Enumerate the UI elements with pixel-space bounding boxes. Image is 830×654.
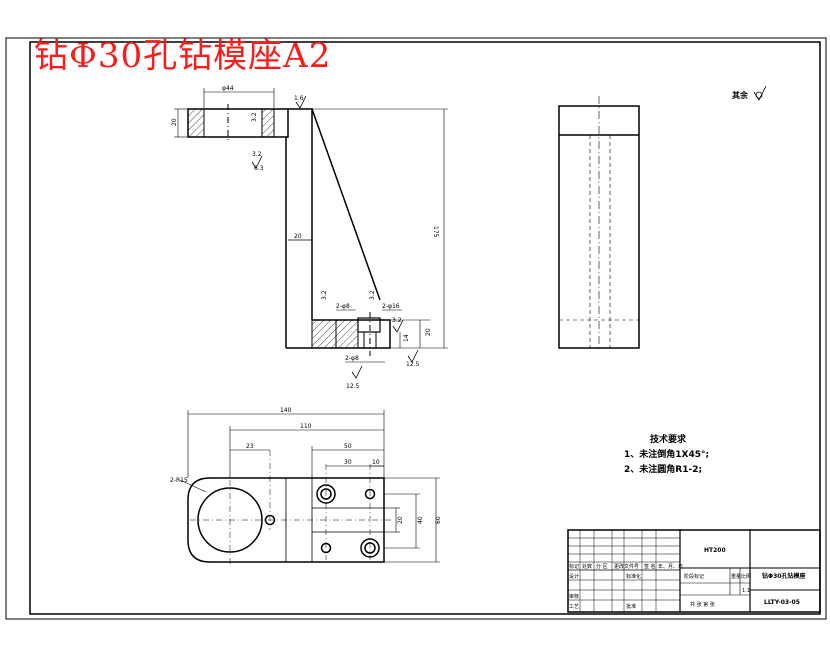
dim-w20: 20 — [294, 233, 302, 240]
dim-h175: 175 — [432, 226, 439, 238]
tb-cell: 重量 — [731, 573, 741, 580]
tb-drawing-no: LLTY-03-05 — [764, 599, 800, 606]
roughness-labels: 1.6 3.2 3.2 3.2 3.2 3.2 6.3 12.5 12.5 其余 — [251, 90, 749, 390]
dim-d44: φ44 — [222, 85, 234, 92]
tb-cell: 审核 — [569, 593, 579, 600]
tb-cell: 阶段标记 — [684, 573, 704, 580]
dim-110: 110 — [300, 423, 312, 430]
tb-cell: 标准化 — [626, 573, 641, 580]
dim-10: 10 — [372, 459, 380, 466]
tb-cell: 签 名 — [644, 563, 656, 570]
dim-v40: 40 — [417, 516, 424, 524]
title-block-text: HT200 钻Φ30孔钻模座 LLTY-03-05 1:1 标记 处数 分 区 … — [569, 547, 805, 610]
dim-2r15: 2-R15 — [170, 477, 188, 484]
top-dim-labels: 140 110 23 50 30 10 2-R15 20 40 60 — [170, 407, 442, 524]
top-view — [187, 450, 392, 564]
roughness-3.2b: 3.2 — [252, 151, 262, 158]
title-block — [567, 529, 821, 613]
tb-cell: 更改文件号 — [614, 563, 639, 570]
tb-cell: 批准 — [626, 603, 636, 610]
drawing-title: 钻Φ30孔钻模座A2 — [34, 36, 332, 76]
roughness-note: 其余 — [732, 90, 749, 100]
dim-23: 23 — [246, 443, 254, 450]
front-view — [187, 104, 391, 356]
roughness-3.2c: 3.2 — [321, 290, 328, 300]
dim-2phi8: 2-φ8 — [336, 303, 350, 310]
roughness-12.5b: 12.5 — [406, 361, 420, 368]
roughness-symbols — [251, 85, 767, 379]
roughness-symbol — [392, 319, 404, 333]
dim-2phi8b: 2-φ8 — [345, 355, 359, 362]
tb-cell: 年、月、日 — [658, 563, 683, 570]
roughness-3.2e: 3.2 — [392, 317, 402, 324]
outer-border — [5, 37, 827, 620]
tb-cell: 比例 — [741, 573, 751, 580]
tb-material: HT200 — [704, 547, 726, 554]
dim-h20: 20 — [171, 118, 178, 126]
tech-requirements: 技术要求 1、未注倒角1X45°; 2、未注圆角R1-2; — [624, 433, 709, 475]
tb-part-name: 钻Φ30孔钻模座 — [762, 572, 805, 580]
tech-item-2: 2、未注圆角R1-2; — [624, 463, 702, 475]
front-dim-labels: φ44 20 20 175 2-φ8 2-φ16 14 20 2-φ8 — [171, 85, 439, 362]
dim-h20b: 20 — [425, 328, 432, 336]
roughness-12.5: 12.5 — [346, 383, 360, 390]
front-dimensions — [174, 88, 448, 363]
dim-140: 140 — [280, 407, 292, 414]
tb-cell: 分 区 — [596, 563, 608, 570]
tb-cell: 共 张 第 张 — [690, 601, 715, 608]
tb-cell: 工艺 — [569, 604, 579, 610]
side-view — [558, 96, 640, 350]
tb-scale: 1:1 — [742, 588, 750, 594]
dim-30: 30 — [344, 459, 352, 466]
dim-h14: 14 — [403, 334, 410, 342]
dim-v60: 60 — [435, 516, 442, 524]
roughness-1.6: 1.6 — [294, 95, 304, 102]
dim-50: 50 — [344, 443, 352, 450]
dim-v20: 20 — [397, 516, 404, 524]
roughness-symbol — [351, 365, 363, 379]
tech-item-1: 1、未注倒角1X45°; — [624, 448, 709, 460]
roughness-3.2d: 3.2 — [369, 290, 376, 300]
tb-cell: 处数 — [582, 563, 592, 570]
roughness-symbol — [251, 155, 263, 169]
roughness-symbol — [295, 95, 307, 109]
roughness-symbol — [407, 349, 419, 363]
roughness-6.3: 6.3 — [254, 165, 264, 172]
tb-cell: 标记 — [569, 563, 579, 570]
tb-cell: 设计 — [569, 573, 579, 580]
dim-2phi16: 2-φ16 — [382, 303, 400, 310]
top-dimensions — [179, 410, 440, 563]
inner-border — [29, 41, 821, 615]
roughness-3.2a: 3.2 — [251, 112, 258, 122]
tech-heading: 技术要求 — [650, 433, 687, 445]
